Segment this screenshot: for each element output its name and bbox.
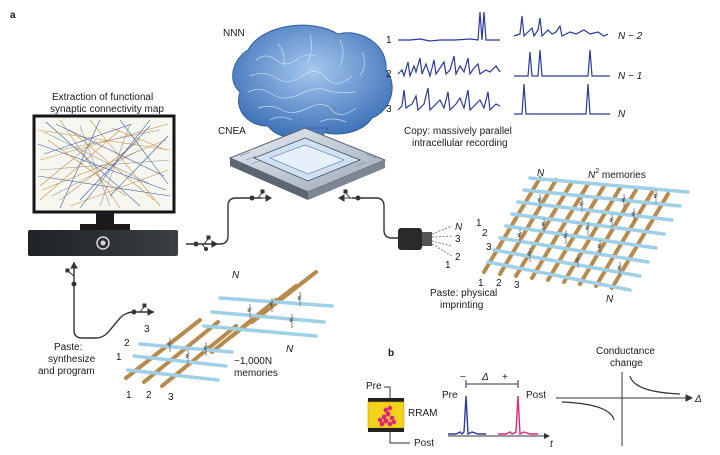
right-grid-row-3: 3 — [486, 242, 492, 253]
intracellular-traces — [397, 11, 610, 115]
left-grid-memories-line1: ~1,000N — [234, 356, 272, 367]
right-grid-col-n: N — [606, 294, 614, 305]
paste-synth-line2: synthesize — [48, 354, 96, 365]
delta-minus: − — [460, 372, 466, 383]
power-button-icon — [96, 236, 110, 250]
rram-pre-label: Pre — [366, 381, 382, 392]
right-grid-row-2: 2 — [482, 228, 488, 239]
time-axis-label: t — [550, 439, 554, 450]
connectivity-map — [37, 119, 171, 209]
delta-plus: + — [502, 372, 508, 383]
trace-label-2: 2 — [386, 69, 392, 80]
paste-physical-line1: Paste: physical — [430, 288, 497, 299]
monitor-icon — [32, 114, 176, 230]
conductance-label-line2: change — [610, 358, 643, 369]
trace-n-minus-1 — [514, 49, 610, 77]
right-grid-col-2: 2 — [496, 278, 502, 289]
spike-timing-plot — [448, 380, 550, 439]
chip-label: CNEA — [218, 126, 246, 137]
conductance-label-line1: Conductance — [596, 346, 655, 357]
connector-pin-1: 1 — [445, 260, 451, 271]
rram-device-label: RRAM — [408, 408, 437, 419]
monitor-caption-line1: Extraction of functional — [52, 92, 153, 103]
trace-label-1: 1 — [386, 35, 392, 46]
right-grid-col-1: 1 — [478, 278, 484, 289]
panel-a-label: a — [10, 10, 16, 21]
usb-icon — [131, 303, 154, 316]
stdp-curve — [556, 372, 694, 446]
copy-caption-line1: Copy: massively parallel — [404, 126, 512, 137]
left-grid-top-label: N — [232, 270, 240, 281]
trace-label-n: N — [618, 109, 626, 120]
usb-icon — [65, 262, 78, 287]
connector-pin-n: N — [455, 222, 463, 233]
right-grid-memories-label: N2 memories — [588, 168, 646, 181]
spike-post-label: Post — [526, 390, 546, 401]
right-crossbar — [482, 176, 690, 292]
trace-label-3: 3 — [386, 104, 392, 115]
left-grid-right-label: N — [286, 344, 294, 355]
rram-device — [367, 386, 410, 444]
left-grid-col-1: 1 — [126, 390, 132, 401]
paste-physical-line2: imprinting — [440, 300, 483, 311]
usb-cables — [73, 197, 400, 339]
trace-3 — [397, 87, 501, 112]
left-grid-row-2: 2 — [124, 338, 130, 349]
left-grid-memories-line2: memories — [234, 368, 278, 379]
cnea-chip — [228, 127, 387, 200]
copy-caption-line2: intracellular recording — [412, 138, 508, 149]
brain-label: NNN — [223, 28, 245, 39]
usb-icon — [338, 189, 361, 202]
panel-b-label: b — [388, 348, 394, 359]
connector-pin-2: 2 — [455, 252, 461, 263]
left-grid-row-1: 1 — [116, 352, 122, 363]
paste-synth-line3: and program — [38, 366, 95, 377]
monitor-caption-line2: synaptic connectivity map — [50, 104, 164, 115]
connector-pin-3: 3 — [455, 234, 461, 245]
trace-label-n-minus-1: N − 1 — [618, 71, 642, 82]
paste-synth-line1: Paste: — [54, 342, 82, 353]
trace-n — [514, 83, 610, 115]
trace-2 — [397, 55, 501, 79]
trace-label-n-minus-2: N − 2 — [618, 31, 643, 42]
rram-post-label: Post — [414, 438, 434, 449]
trace-1 — [398, 11, 500, 42]
right-grid-top-label: N — [537, 168, 545, 179]
left-crossbar — [124, 270, 334, 388]
right-grid-col-3: 3 — [514, 280, 520, 291]
spike-pre-label: Pre — [442, 390, 458, 401]
left-grid-col-2: 2 — [146, 390, 152, 401]
usb-icon — [193, 235, 218, 251]
connector-plug — [398, 225, 453, 257]
delta-symbol: Δ — [481, 372, 489, 383]
computer-base — [28, 230, 178, 256]
trace-n-minus-2 — [513, 15, 609, 38]
left-grid-row-3: 3 — [144, 324, 150, 335]
delta-axis-label: Δ — [694, 394, 702, 405]
left-grid-col-3: 3 — [168, 392, 174, 403]
right-grid-row-1: 1 — [476, 218, 482, 229]
usb-icon — [249, 189, 272, 202]
